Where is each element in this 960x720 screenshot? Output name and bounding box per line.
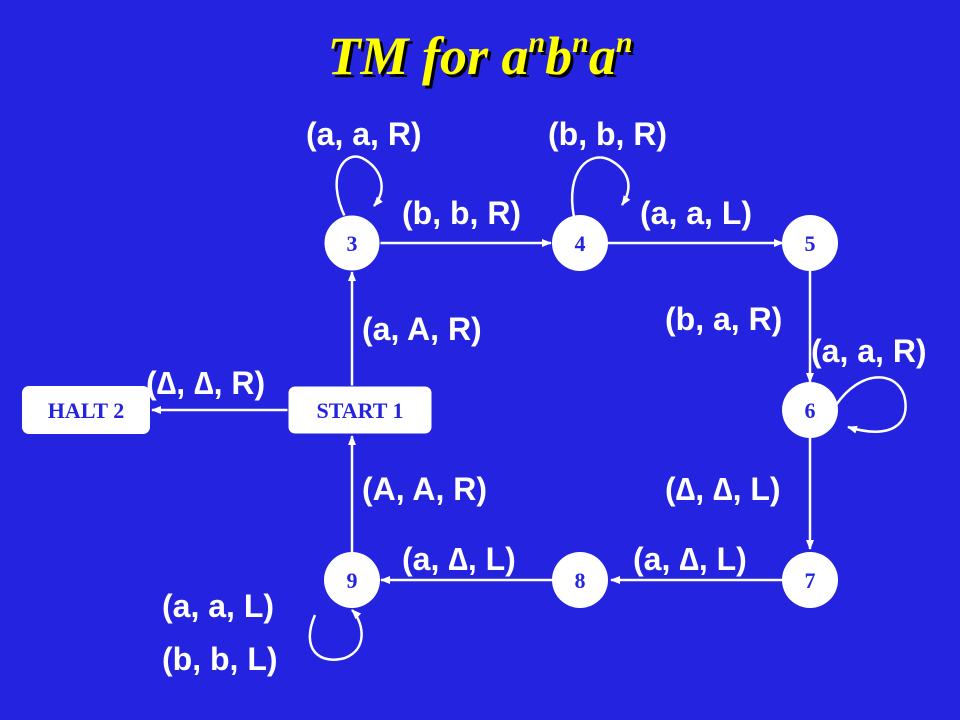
label-edge-4-5: (a, a, L) — [640, 195, 753, 231]
loop-6 — [834, 376, 907, 434]
label-edge-3-4: (b, b, R) — [402, 195, 522, 231]
state-6-label: 6 — [805, 398, 816, 423]
state-halt-2-label: HALT 2 — [48, 398, 124, 423]
state-7-label: 7 — [805, 568, 816, 593]
state-4: 4 — [552, 215, 608, 271]
title-letter-3: a — [588, 26, 616, 86]
state-8-label: 8 — [575, 568, 586, 593]
label-loop-4: (b, b, R) — [548, 116, 668, 152]
state-6: 6 — [782, 382, 838, 438]
label-loop-9-a: (a, a, L) — [162, 588, 275, 624]
state-8: 8 — [552, 552, 608, 608]
state-start-1: START 1 — [287, 385, 433, 435]
label-edge-6-7: (∆, ∆, L) — [665, 471, 781, 507]
state-9-label: 9 — [347, 568, 358, 593]
title-prefix: TM for — [327, 26, 502, 86]
state-halt-2: HALT 2 — [22, 386, 150, 434]
slide-title: TM for anbnan — [0, 26, 960, 86]
title-exponent-3: n — [615, 26, 633, 59]
state-3: 3 — [323, 214, 381, 272]
state-5-label: 5 — [805, 231, 816, 256]
state-9: 9 — [324, 552, 380, 608]
title-letter-1: a — [501, 26, 529, 86]
title-exponent-2: n — [572, 26, 589, 59]
state-3-label: 3 — [347, 231, 358, 256]
label-edge-9-1: (A, A, R) — [362, 471, 488, 507]
label-loop-9-b: (b, b, L) — [162, 641, 278, 677]
title-letter-2: b — [545, 26, 573, 86]
label-edge-8-9: (a, ∆, L) — [402, 541, 516, 577]
label-loop-3: (a, a, R) — [306, 116, 422, 152]
loop-4 — [570, 156, 631, 218]
label-edge-5-6: (b, a, R) — [665, 301, 783, 337]
state-4-label: 4 — [575, 231, 586, 256]
title-exponent-1: n — [528, 26, 546, 59]
label-loop-6: (a, a, R) — [811, 333, 927, 369]
state-7: 7 — [782, 552, 838, 608]
state-start-1-label: START 1 — [316, 398, 403, 423]
loop-9 — [308, 609, 363, 661]
label-edge-1-2: (∆, ∆, R) — [146, 365, 266, 401]
state-5: 5 — [782, 215, 838, 271]
label-edge-1-3: (a, A, R) — [362, 311, 482, 347]
loop-3 — [335, 155, 383, 218]
label-edge-7-8: (a, ∆, L) — [633, 541, 747, 577]
